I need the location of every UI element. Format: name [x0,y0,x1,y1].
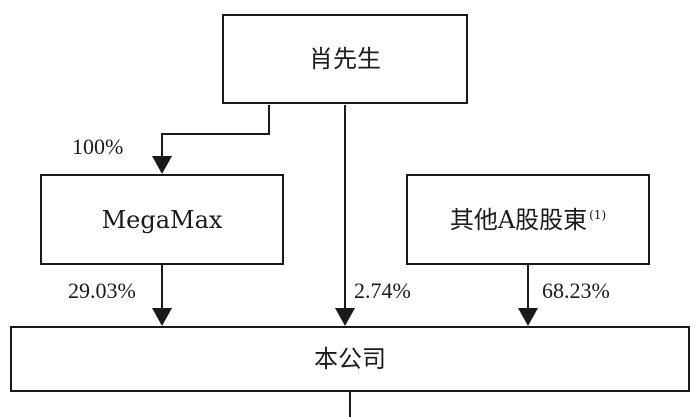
arrowhead-person-to-megamax [152,156,172,174]
label-person-to-company: 2.74% [354,278,411,303]
other-a-shareholders-text: 其他A股股東 [449,205,588,234]
node-person: 肖先生 [222,14,468,104]
label-megamax-to-company: 29.03% [68,278,136,303]
node-other-a-shareholders: 其他A股股東(1) [406,174,650,265]
arrow-person-to-megamax [161,105,270,166]
node-other-a-shareholders-label: 其他A股股東(1) [450,208,606,232]
node-person-label: 肖先生 [309,45,381,73]
arrowhead-person-to-company [335,308,355,326]
node-company: 本公司 [10,326,690,392]
label-person-to-megamax: 100% [72,134,124,159]
arrowhead-others-to-company [518,308,538,326]
footnote-marker: (1) [589,207,607,222]
arrowhead-megamax-to-company [152,308,172,326]
node-megamax-label: MegaMax [101,205,223,234]
node-megamax: MegaMax [40,174,284,265]
label-others-to-company: 68.23% [542,278,610,303]
node-company-label: 本公司 [314,345,386,373]
